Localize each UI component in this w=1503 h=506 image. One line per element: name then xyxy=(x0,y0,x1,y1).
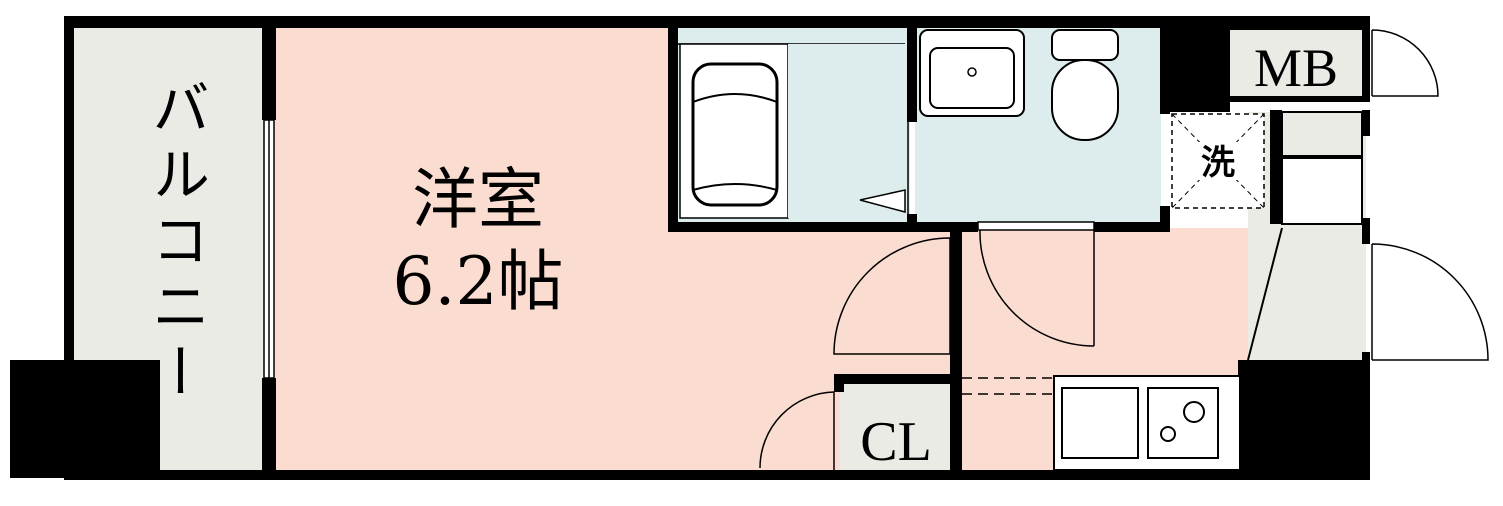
mb-wall-bottom xyxy=(1228,96,1368,102)
balcony-pillar xyxy=(10,360,160,478)
entrance-step-pillar xyxy=(1238,360,1370,480)
washer-label: 洗 xyxy=(1201,143,1235,183)
washer-wall-right xyxy=(1270,110,1282,224)
washer-space xyxy=(1171,113,1265,209)
entrance-wall-right-low xyxy=(1362,352,1370,364)
walls xyxy=(10,16,1370,480)
doors xyxy=(759,29,1489,470)
kitchen-counter xyxy=(962,375,1241,471)
room-door-swing xyxy=(833,237,951,355)
mb-wall-right xyxy=(1362,16,1370,102)
closet-wall-left xyxy=(834,374,844,392)
top-wall xyxy=(64,16,1230,28)
balcony-divider-bottom xyxy=(262,378,276,478)
bathtub xyxy=(678,30,905,219)
drain-icon xyxy=(967,67,977,77)
left-wall xyxy=(64,16,74,476)
bathroom-door-marker xyxy=(859,122,909,214)
balcony-divider-top xyxy=(262,16,276,120)
bath-toilet-partition xyxy=(907,22,917,122)
shoe-cabinet xyxy=(1247,111,1363,361)
bath-wall-bottom xyxy=(668,222,978,232)
balcony-window xyxy=(263,119,275,379)
top-wall-right xyxy=(1228,16,1368,30)
entrance-wall-right-mid xyxy=(1362,218,1370,244)
balcony-label-text: バルコニー xyxy=(142,78,210,408)
closet-door-swing xyxy=(759,391,835,470)
stove-burner-icon xyxy=(1183,401,1205,423)
bottom-wall xyxy=(64,470,1368,480)
closet-wall-top xyxy=(834,374,962,384)
bath-wall-bottom-right xyxy=(1094,222,1166,232)
bath-toilet-partition-lower xyxy=(907,214,917,232)
hall-partition xyxy=(950,232,962,480)
washbasin xyxy=(919,29,1025,117)
toilet-wall-right-lower xyxy=(1160,206,1170,232)
western-room-floor xyxy=(272,22,670,474)
toilet xyxy=(1051,29,1119,141)
mb-door-swing xyxy=(1371,29,1439,97)
stove-burner-small-icon xyxy=(1160,426,1176,442)
balcony-label: バルコニー xyxy=(142,78,210,408)
meter-box-floor xyxy=(1228,30,1362,96)
mb-block-left xyxy=(1160,22,1230,112)
entrance-wall-right xyxy=(1362,110,1370,136)
western-room-size: 6.2帖 xyxy=(393,243,564,320)
closet-floor xyxy=(840,382,950,470)
washroom-door-swing xyxy=(979,229,1095,347)
western-room-label: 洋室 xyxy=(412,161,544,238)
meter-box-label: MB xyxy=(1254,38,1338,98)
entrance-door-swing xyxy=(1371,243,1489,361)
closet-label: CL xyxy=(860,411,932,473)
bath-wall-left xyxy=(668,22,678,232)
